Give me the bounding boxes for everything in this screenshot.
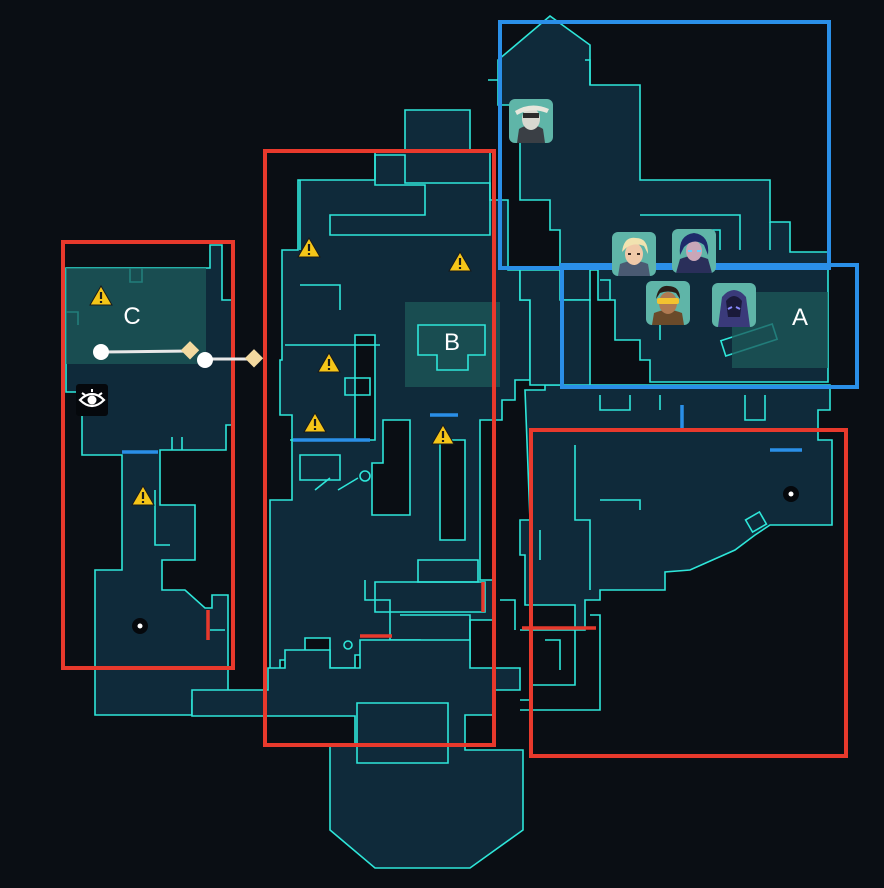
utility-marker-diamond-2[interactable]: [244, 349, 264, 368]
site-label-c: C: [123, 303, 140, 330]
utility-path[interactable]: [93, 341, 264, 368]
utility-marker-diamond-1[interactable]: [180, 341, 200, 360]
wall-lower-channels: [500, 599, 601, 711]
pillar-spawn: [343, 640, 353, 650]
site-label-a: A: [792, 304, 808, 331]
zone-a-upper-blue[interactable]: [498, 20, 831, 270]
warning-icon[interactable]: [89, 285, 113, 306]
zone-a-lower-red[interactable]: [529, 428, 848, 758]
wall-line-mid-1: [285, 180, 380, 441]
site-label-b: B: [444, 329, 460, 356]
warning-icon[interactable]: [297, 237, 321, 258]
utility-line-1: [100, 349, 191, 354]
cover-box-a-lower: [744, 510, 768, 534]
point-markers: [132, 486, 799, 634]
wall-right-lines: [539, 395, 800, 590]
warning-icon[interactable]: [131, 485, 155, 506]
marker-dot-a-center: [788, 491, 794, 497]
warning-icon[interactable]: [431, 424, 455, 445]
zone-mid-red[interactable]: [263, 149, 496, 747]
eye-icon[interactable]: [76, 384, 108, 416]
dark-hair-agent-icon[interactable]: [672, 229, 716, 273]
zone-c-red[interactable]: [61, 240, 235, 670]
warning-icon[interactable]: [448, 251, 472, 272]
doors: [122, 405, 802, 640]
masked-agent-icon[interactable]: [509, 99, 553, 143]
site-c-area: [66, 268, 206, 364]
wall-mid-4: [439, 439, 466, 541]
blonde-agent-icon[interactable]: [612, 232, 656, 276]
utility-mid-dot[interactable]: [197, 352, 213, 368]
floor-a-lower-region: [519, 384, 833, 631]
wall-mid-2: [354, 334, 376, 441]
visor-agent-icon[interactable]: [646, 281, 690, 325]
utility-start-dot[interactable]: [93, 344, 109, 360]
marker-dot-c-center: [137, 623, 143, 629]
wall-mid-5: [299, 454, 341, 481]
wall-mid-7: [417, 559, 479, 583]
hooded-agent-icon[interactable]: [712, 283, 756, 327]
warning-icon[interactable]: [317, 352, 341, 373]
warning-icon[interactable]: [303, 412, 327, 433]
pillar-mid: [359, 470, 371, 482]
warnings: [89, 237, 472, 506]
wall-line-mid-2: [314, 377, 371, 491]
site-highlights: [66, 268, 828, 387]
wall-mid-6: [374, 581, 486, 613]
wall-mid-1: [329, 154, 491, 236]
site-b-area: [405, 302, 500, 387]
site-b-box: [417, 324, 486, 371]
wall-mid-3: [371, 419, 411, 516]
wall-line-mid-3: [364, 580, 471, 640]
